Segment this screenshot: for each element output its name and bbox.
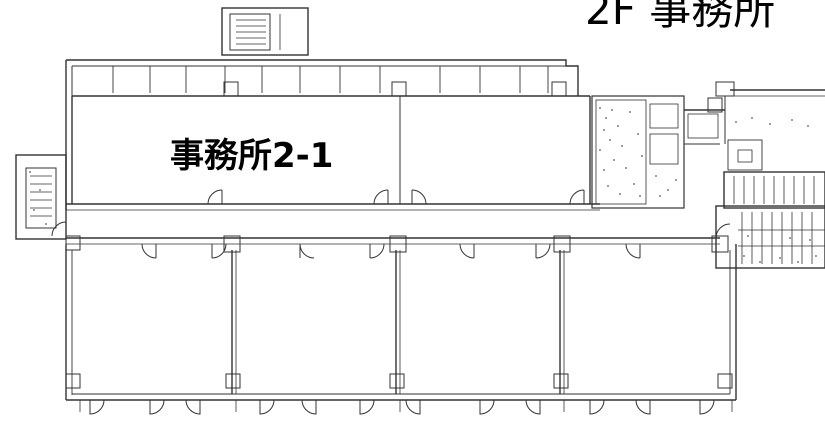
top-stair-box: [221, 7, 309, 56]
floor-label: 2F 事務所: [585, 0, 776, 34]
office-2-1-label: 事務所2-1: [170, 136, 334, 176]
